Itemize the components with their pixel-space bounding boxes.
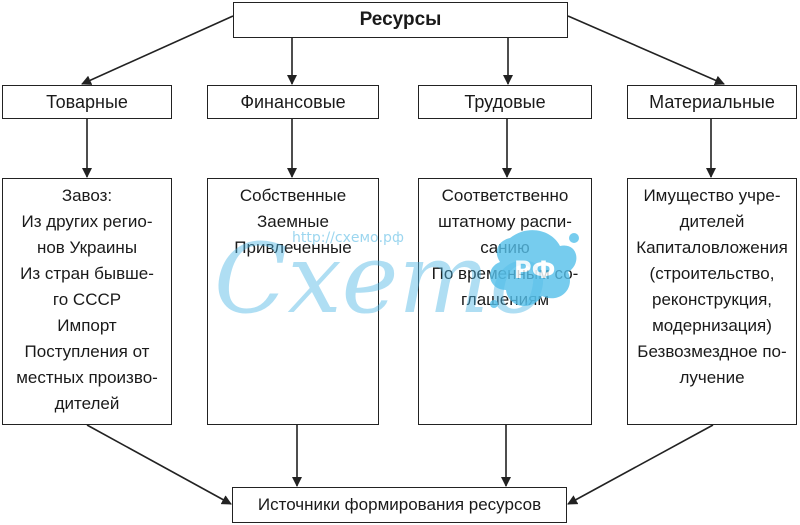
- watermark-url: http://cxемо.рф: [292, 230, 404, 246]
- detail-line: санию: [480, 238, 530, 257]
- detail-line: го СССР: [52, 290, 122, 309]
- category-label: Трудовые: [464, 91, 546, 112]
- detail-line: глашениям: [460, 290, 550, 309]
- detail-line: Завоз:: [61, 186, 113, 205]
- detail-line: нов Украины: [36, 238, 138, 257]
- detail-line: дителей: [54, 394, 120, 413]
- detail-line: Безвозмездное по-: [637, 342, 787, 361]
- detail-line: По временным со-: [431, 264, 579, 283]
- category-trudovye: Трудовые: [418, 85, 592, 119]
- detail-tovarnye: Завоз: Из других регио- нов Украины Из с…: [2, 178, 172, 425]
- detail-line: Собственные: [239, 186, 347, 205]
- category-label: Финансовые: [240, 91, 346, 112]
- detail-line: Заемные: [257, 212, 329, 231]
- detail-line: Импорт: [57, 316, 117, 335]
- category-label: Товарные: [46, 91, 128, 112]
- arrow-title-to-materialnye: [567, 15, 725, 85]
- detail-finansovye: Собственные Заемные Привлеченные: [207, 178, 379, 425]
- detail-line: штатному распи-: [438, 212, 572, 231]
- detail-line: реконструкция,: [651, 290, 773, 309]
- detail-line: лучение: [679, 368, 745, 387]
- detail-line: Поступления от: [24, 342, 150, 361]
- arrow-detail4-to-bottom: [567, 424, 714, 505]
- detail-line: модернизация): [652, 316, 772, 335]
- category-materialnye: Материальные: [627, 85, 797, 119]
- detail-line: Из стран бывше-: [20, 264, 154, 283]
- detail-line: дителей: [679, 212, 745, 231]
- category-label: Материальные: [649, 91, 775, 112]
- resources-title: Ресурсы: [359, 9, 442, 30]
- detail-line: Капиталовложения: [636, 238, 788, 257]
- detail-line: местных произво-: [16, 368, 158, 387]
- detail-materialnye: Имущество учре- дителей Капиталовложения…: [627, 178, 797, 425]
- detail-line: (строительство,: [649, 264, 775, 283]
- arrow-detail1-to-bottom: [86, 424, 232, 505]
- detail-line: Привлеченные: [234, 238, 352, 257]
- arrow-title-to-tovarnye: [81, 15, 234, 85]
- resource-sources-box: Источники формирования ресурсов: [232, 487, 567, 523]
- resources-title-box: Ресурсы: [233, 2, 568, 38]
- category-finansovye: Финансовые: [207, 85, 379, 119]
- detail-line: Имущество учре-: [643, 186, 781, 205]
- detail-trudovye: Соответственно штатному распи- санию По …: [418, 178, 592, 425]
- detail-line: Соответственно: [441, 186, 569, 205]
- detail-line: Из других регио-: [21, 212, 153, 231]
- category-tovarnye: Товарные: [2, 85, 172, 119]
- resource-sources-label: Источники формирования ресурсов: [257, 495, 542, 514]
